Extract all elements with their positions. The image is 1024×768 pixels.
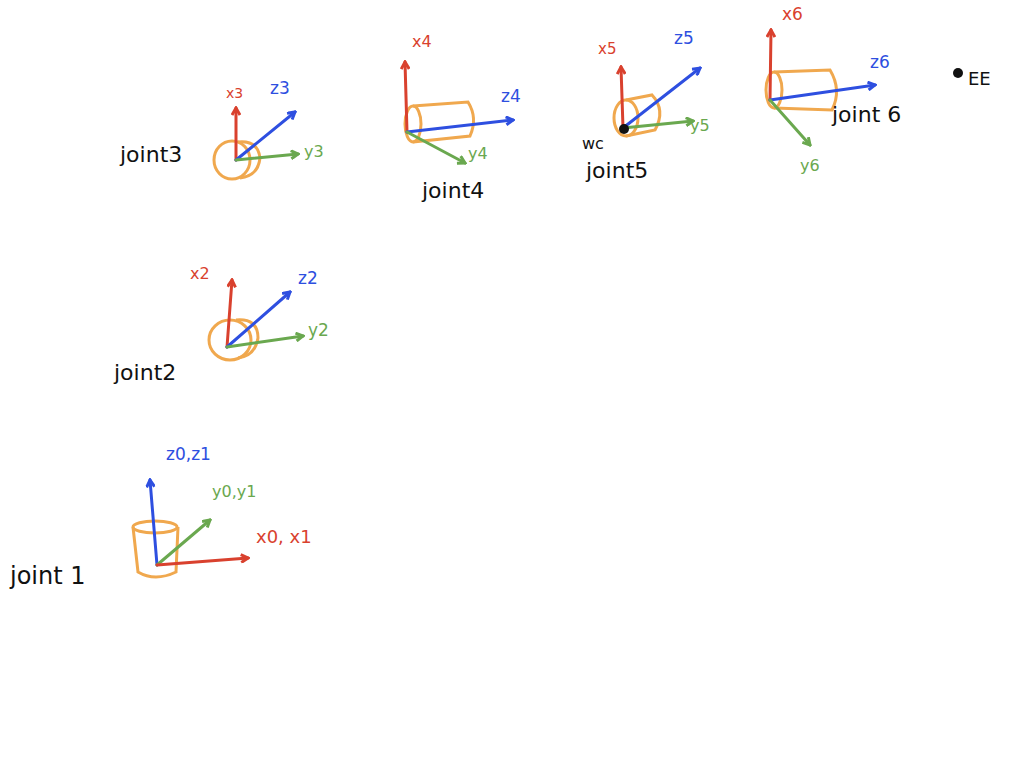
wrist-center-dot [619,124,629,134]
joint-label: joint5 [586,160,648,182]
axis-label: z3 [270,80,290,97]
end-effector-dot [953,68,963,78]
axis-label: y4 [468,146,488,162]
axis-label: x2 [190,266,210,282]
joint-label: joint4 [422,180,484,202]
axis-label: z2 [298,270,318,287]
joint-label: joint3 [120,144,182,166]
axis-label: x6 [782,6,803,23]
axis-label: z5 [674,30,694,47]
axis-label: y6 [800,158,820,174]
axis-label: y0,y1 [212,484,256,500]
joint-label: joint 1 [10,564,86,588]
point-label: EE [968,70,991,88]
joint-label: joint2 [114,362,176,384]
axis-label: z4 [501,88,521,105]
axis-label: x0, x1 [256,528,312,546]
axis-label: z6 [870,54,890,71]
point-label: wc [582,136,604,152]
axis-label: y3 [304,144,324,160]
axis-label: x4 [412,34,432,50]
axis-label: x3 [226,86,243,100]
axis-label: y5 [690,118,710,134]
joint-cylinders [133,70,837,577]
axis-label: z0,z1 [166,446,211,463]
joint-label: joint 6 [832,104,901,126]
axis-label: y2 [308,322,329,339]
axes [150,30,875,565]
axis-label: x5 [598,42,616,57]
